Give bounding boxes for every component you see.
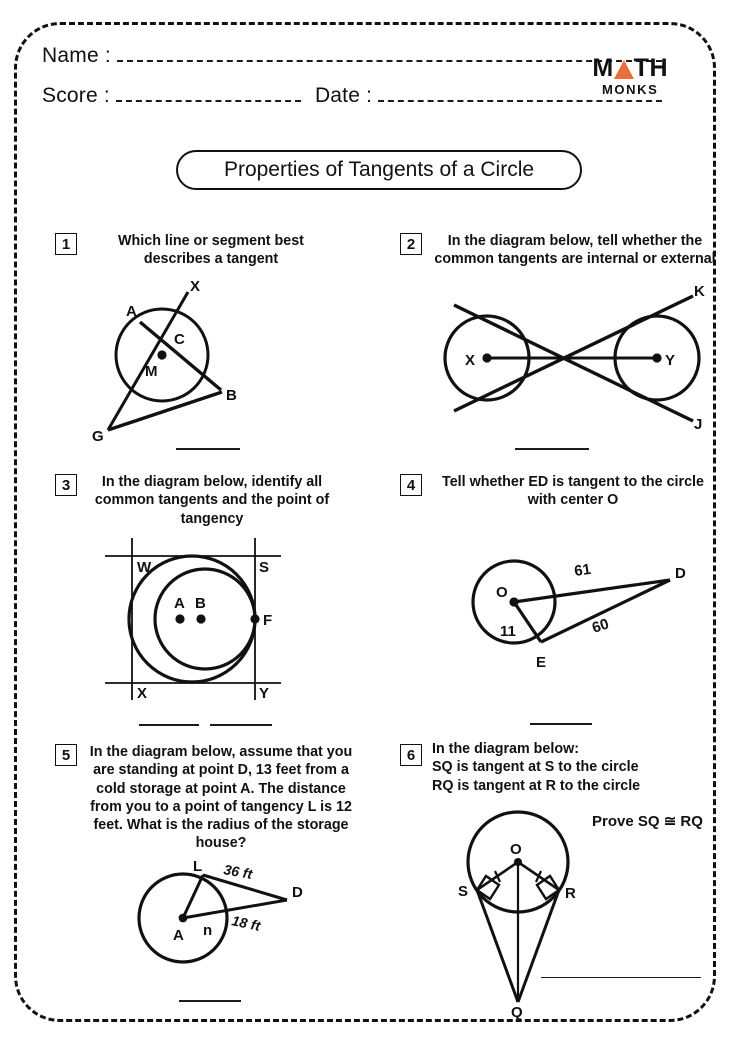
label-R: R — [565, 885, 576, 902]
problem-2-diagram: X Y K J — [443, 283, 705, 433]
label-M: M — [145, 363, 158, 380]
problem-5-text: In the diagram below, assume that you ar… — [89, 744, 353, 852]
label-D: D — [675, 565, 686, 582]
triangle-icon — [613, 60, 634, 79]
label-n: n — [203, 922, 212, 939]
problem-1-text: Which line or segment best describes a t… — [118, 233, 304, 268]
problem-2-answer-line[interactable] — [515, 448, 589, 450]
problem-number-4: 4 — [400, 474, 422, 496]
logo-letters-th: TH — [633, 54, 668, 82]
problem-2-text: In the diagram below, tell whether the c… — [434, 233, 716, 268]
label-A: A — [173, 927, 184, 944]
problem-1-diagram: A X C M B G — [92, 278, 237, 445]
label-J: J — [694, 416, 702, 433]
problem-5-diagram: L D A n 36 ft 18 ft — [137, 858, 303, 964]
label-radius-11: 11 — [500, 623, 516, 640]
label-F: F — [263, 612, 272, 629]
label-W: W — [137, 559, 152, 576]
label-X: X — [465, 352, 475, 369]
problem-6-line-2: SQ is tangent at S to the circle — [432, 759, 639, 776]
problem-6-diagram: O S R Q — [458, 810, 576, 1021]
problem-5-answer-line[interactable] — [179, 1000, 241, 1002]
label-O: O — [510, 841, 522, 858]
problem-4-diagram: O D E 11 61 60 — [471, 559, 686, 671]
date-label: Date : — [314, 84, 373, 107]
label-L: L — [193, 858, 202, 875]
problem-6-line-1: In the diagram below: — [432, 741, 579, 757]
problem-number-1: 1 — [55, 233, 77, 255]
date-input-line[interactable] — [378, 100, 662, 102]
label-ed-60: 60 — [590, 615, 611, 636]
label-S: S — [259, 559, 269, 576]
label-B: B — [195, 595, 206, 612]
label-secant-length: 18 ft — [230, 912, 263, 934]
label-C: C — [174, 331, 185, 348]
label-O: O — [496, 584, 508, 601]
problem-1-answer-line[interactable] — [176, 448, 240, 450]
label-Q: Q — [511, 1004, 523, 1021]
problem-6-answer-line[interactable] — [541, 977, 701, 978]
label-tangent-length: 36 ft — [222, 861, 254, 882]
problem-3-answer-line-2[interactable] — [210, 724, 272, 726]
problem-6-text: In the diagram below: SQ is tangent at S… — [432, 740, 718, 795]
page-title-text: Properties of Tangents of a Circle — [223, 158, 535, 181]
worksheet-header: Name : Score : Date : M TH MONKS — [42, 44, 667, 124]
problem-4-text: Tell whether ED is tangent to the circle… — [442, 474, 704, 509]
label-S: S — [458, 883, 468, 900]
label-A: A — [126, 303, 137, 320]
problem-number-5: 5 — [55, 744, 77, 766]
problem-number-3: 3 — [55, 474, 77, 496]
label-od-61: 61 — [573, 561, 592, 580]
problem-6-line-3: RQ is tangent at R to the circle — [432, 777, 641, 794]
page-title: Properties of Tangents of a Circle — [176, 150, 582, 190]
label-Y: Y — [259, 685, 269, 702]
logo-letter-m: M — [592, 54, 614, 82]
name-label: Name : — [42, 44, 111, 67]
label-X: X — [190, 278, 200, 295]
problem-3-diagram: W S A B F X Y — [105, 538, 281, 702]
problem-3-answer-line-1[interactable] — [139, 724, 199, 726]
mathmonks-logo: M TH MONKS — [592, 56, 668, 97]
score-date-row: Score : Date : — [42, 84, 662, 124]
logo-subtext: MONKS — [601, 82, 659, 97]
label-Y: Y — [665, 352, 675, 369]
name-row: Name : — [42, 44, 662, 84]
page-border — [14, 22, 716, 1022]
label-G: G — [92, 428, 104, 445]
problem-3-text: In the diagram below, identify all commo… — [94, 474, 330, 527]
score-input-line[interactable] — [115, 100, 301, 102]
logo-wordmark: M TH — [592, 56, 668, 81]
problem-number-6: 6 — [400, 744, 422, 766]
problem-4-answer-line[interactable] — [530, 723, 592, 725]
label-K: K — [694, 283, 705, 300]
label-D: D — [292, 884, 303, 901]
label-E: E — [536, 654, 546, 671]
score-label: Score : — [42, 84, 110, 107]
name-input-line[interactable] — [116, 60, 662, 62]
problem-6-prove-statement: Prove SQ ≅ RQ — [592, 813, 703, 830]
label-B: B — [226, 387, 237, 404]
label-A: A — [174, 595, 185, 612]
problem-number-2: 2 — [400, 233, 422, 255]
label-X: X — [137, 685, 147, 702]
